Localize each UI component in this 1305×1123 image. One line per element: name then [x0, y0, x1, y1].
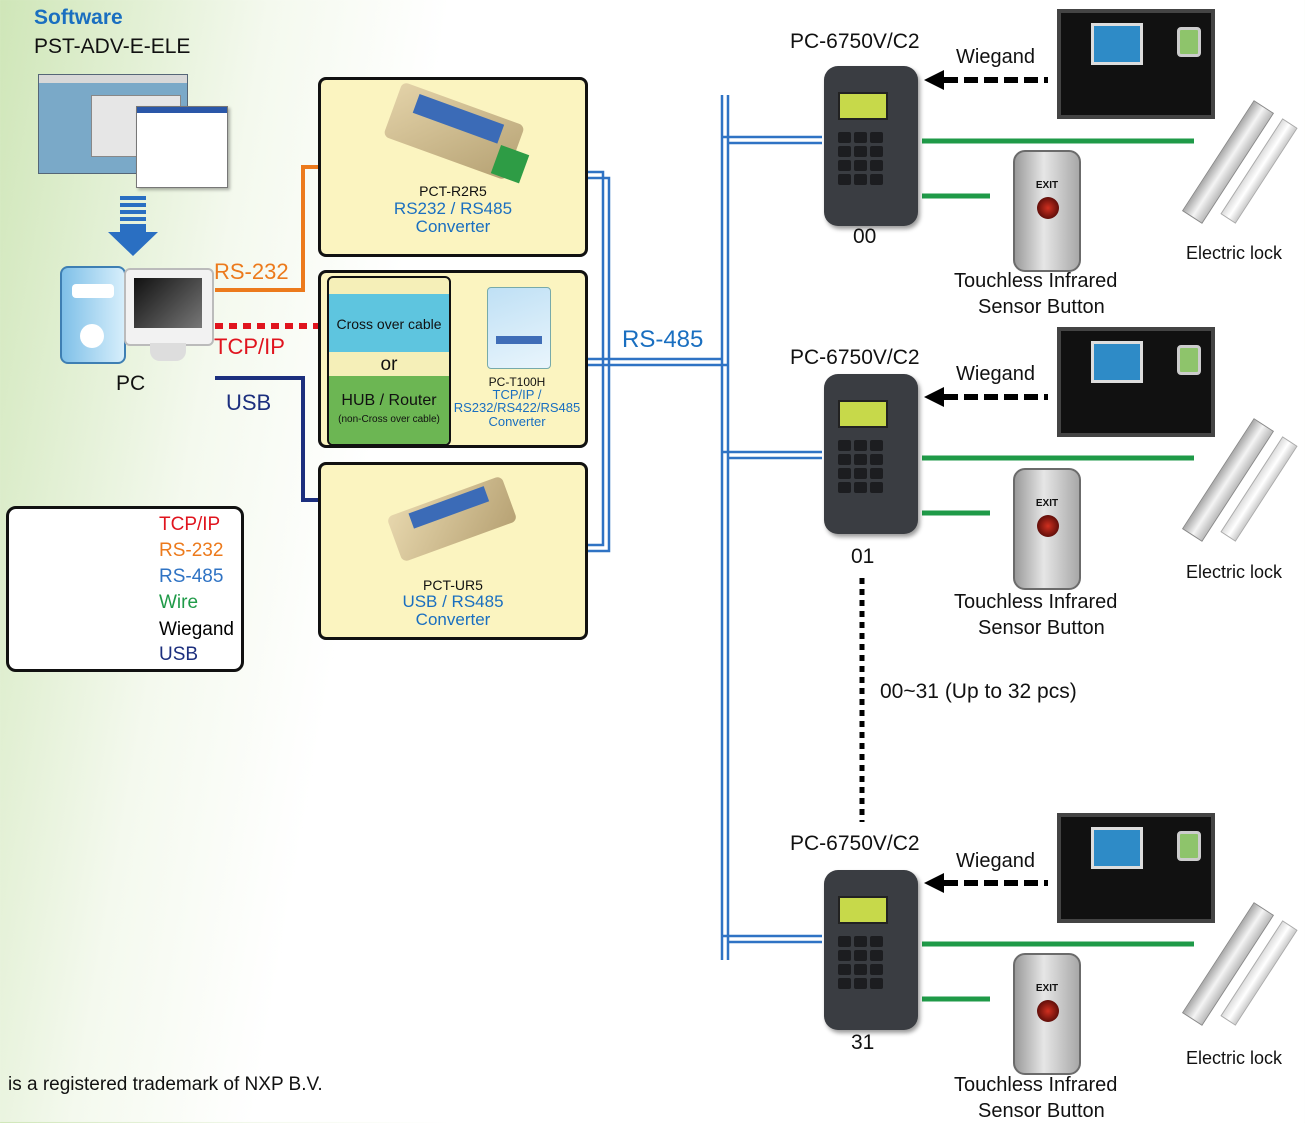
- converter-t100h-box: Cross over cable or HUB / Router (non-Cr…: [318, 270, 588, 448]
- usb-label: USB: [226, 390, 272, 415]
- station-00-id: 00: [853, 225, 877, 248]
- station-01-id: 01: [851, 545, 875, 568]
- converter-t100h-model: PC-T100H: [488, 375, 546, 389]
- legend-tcpip: TCP/IP: [159, 514, 221, 535]
- converter-ur5-line2: Converter: [415, 610, 491, 629]
- converter-t100h-line3: Converter: [488, 414, 546, 429]
- legend-wire: Wire: [159, 592, 199, 613]
- rs232-line: [215, 165, 320, 292]
- software-heading: Software: [34, 6, 123, 29]
- pc-label: PC: [116, 372, 146, 395]
- station-31-lock-label: Electric lock: [1186, 1048, 1283, 1068]
- converter-r2r5-image: [383, 81, 530, 184]
- converter-ur5-line1: USB / RS485: [402, 592, 504, 611]
- range-note: 00~31 (Up to 32 pcs): [880, 680, 1077, 703]
- station-00-model: PC-6750V/C2: [790, 30, 920, 53]
- converter-r2r5-model: PCT-R2R5: [419, 183, 487, 199]
- station-01-button-line2: Sensor Button: [978, 617, 1105, 639]
- station-00-fingerprint-terminal: [1057, 9, 1215, 119]
- wiegand-lines: [944, 77, 1048, 886]
- station-01-exit-button: EXIT: [1013, 468, 1081, 590]
- station-31-button-line2: Sensor Button: [978, 1100, 1105, 1122]
- station-00-button-line1: Touchless Infrared: [954, 270, 1118, 292]
- pc-tower: [60, 266, 126, 364]
- trademark-note: is a registered trademark of NXP B.V.: [8, 1074, 323, 1095]
- software-window: [136, 106, 228, 188]
- converter-ur5-model: PCT-UR5: [423, 577, 483, 593]
- converter-r2r5-line1: RS232 / RS485: [393, 199, 513, 218]
- converter-t100h-line1: TCP/IP /: [492, 387, 542, 402]
- legend: TCP/IP RS-232 RS-485 Wire Wiegand USB: [6, 506, 244, 672]
- download-arrow-icon: [108, 196, 158, 256]
- station-31-id: 31: [851, 1031, 875, 1054]
- converter-ur5-box: PCT-UR5 USB / RS485 Converter: [318, 462, 588, 640]
- converter-t100h-image: [487, 287, 551, 369]
- wire-lines: [922, 138, 1194, 1002]
- station-31-fingerprint-terminal: [1057, 813, 1215, 923]
- rs485-bus: [586, 95, 822, 960]
- station-31-reader: [824, 870, 918, 1030]
- legend-wiegand: Wiegand: [159, 619, 234, 640]
- station-31-exit-button: EXIT: [1013, 953, 1081, 1075]
- station-31-button-line1: Touchless Infrared: [954, 1074, 1118, 1096]
- converter-ur5-image: [386, 475, 518, 563]
- legend-usb: USB: [159, 644, 199, 665]
- station-01-button-line1: Touchless Infrared: [954, 591, 1118, 613]
- converter-t100h-line2: RS232/RS422/RS485: [453, 400, 581, 415]
- station-01-fingerprint-terminal: [1057, 327, 1215, 437]
- station-00-exit-button: EXIT: [1013, 150, 1081, 272]
- station-00-lock-label: Electric lock: [1186, 243, 1283, 263]
- usb-line: [215, 376, 320, 502]
- station-31-model: PC-6750V/C2: [790, 832, 920, 855]
- station-31-wiegand: Wiegand: [956, 850, 1035, 872]
- legend-rs485: RS-485: [159, 566, 224, 587]
- legend-rs232: RS-232: [159, 540, 224, 561]
- hub-router-note: (non-Cross over cable): [338, 414, 440, 425]
- station-01-wiegand: Wiegand: [956, 363, 1035, 385]
- rs232-label: RS-232: [214, 259, 289, 284]
- cross-over-cable-label: Cross over cable: [336, 316, 442, 332]
- network-options: Cross over cable or HUB / Router (non-Cr…: [327, 276, 451, 446]
- hub-router-label: HUB / Router: [341, 392, 437, 409]
- station-01-reader: [824, 374, 918, 534]
- wiegand-arrowheads: [924, 70, 944, 893]
- station-00-button-line2: Sensor Button: [978, 296, 1105, 318]
- station-01-lock-label: Electric lock: [1186, 562, 1283, 582]
- rs485-label: RS-485: [622, 326, 704, 353]
- tcpip-label: TCP/IP: [214, 334, 285, 359]
- station-00-reader: [824, 66, 918, 226]
- pc-monitor: [124, 268, 214, 346]
- converter-r2r5-box: PCT-R2R5 RS232 / RS485 Converter: [318, 77, 588, 257]
- software-name: PST-ADV-E-ELE: [34, 35, 191, 58]
- or-label: or: [380, 354, 398, 375]
- converter-r2r5-line2: Converter: [415, 217, 491, 236]
- pc-monitor-stand: [150, 343, 186, 361]
- station-01-model: PC-6750V/C2: [790, 346, 920, 369]
- station-00-wiegand: Wiegand: [956, 46, 1035, 68]
